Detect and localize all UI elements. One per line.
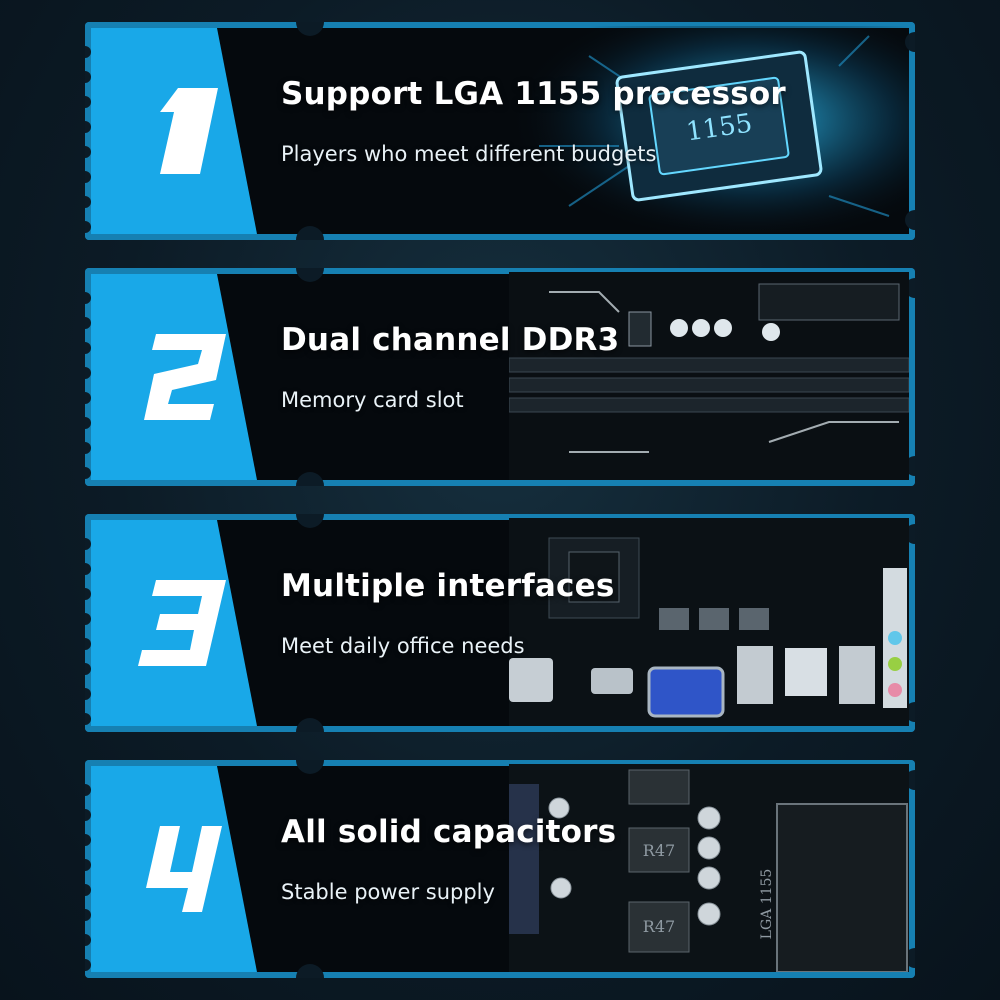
feature-subtitle: Stable power supply [281, 880, 495, 904]
board-label: R47 [643, 917, 675, 936]
feature-number-2 [85, 268, 285, 486]
feature-subtitle: Players who meet different budgets [281, 142, 657, 166]
capacitors-image: R47 R47 LGA 1155 [509, 764, 909, 972]
cpu-chip-image: 1155 [509, 26, 909, 234]
ram-slot-image [509, 272, 909, 480]
feature-number-4 [85, 760, 285, 978]
feature-number-1 [85, 22, 285, 240]
number-two-glyph [144, 334, 226, 420]
feature-card-1: 1155 Support LGA 1155 processor Players … [85, 22, 915, 240]
feature-title: Multiple interfaces [281, 568, 615, 604]
feature-subtitle: Memory card slot [281, 388, 464, 412]
feature-card-4: R47 R47 LGA 1155 All solid capacitors St… [85, 760, 915, 978]
feature-subtitle: Meet daily office needs [281, 634, 525, 658]
feature-title: Support LGA 1155 processor [281, 76, 786, 112]
feature-card-3: Multiple interfaces Meet daily office ne… [85, 514, 915, 732]
io-ports-image [509, 518, 909, 726]
feature-title: Dual channel DDR3 [281, 322, 620, 358]
board-label: LGA 1155 [759, 869, 775, 940]
feature-title: All solid capacitors [281, 814, 617, 850]
number-four-glyph [146, 826, 222, 912]
number-one-glyph [160, 88, 218, 174]
number-three-glyph [138, 580, 226, 666]
feature-card-2: Dual channel DDR3 Memory card slot [85, 268, 915, 486]
board-label: R47 [643, 841, 675, 860]
feature-number-3 [85, 514, 285, 732]
